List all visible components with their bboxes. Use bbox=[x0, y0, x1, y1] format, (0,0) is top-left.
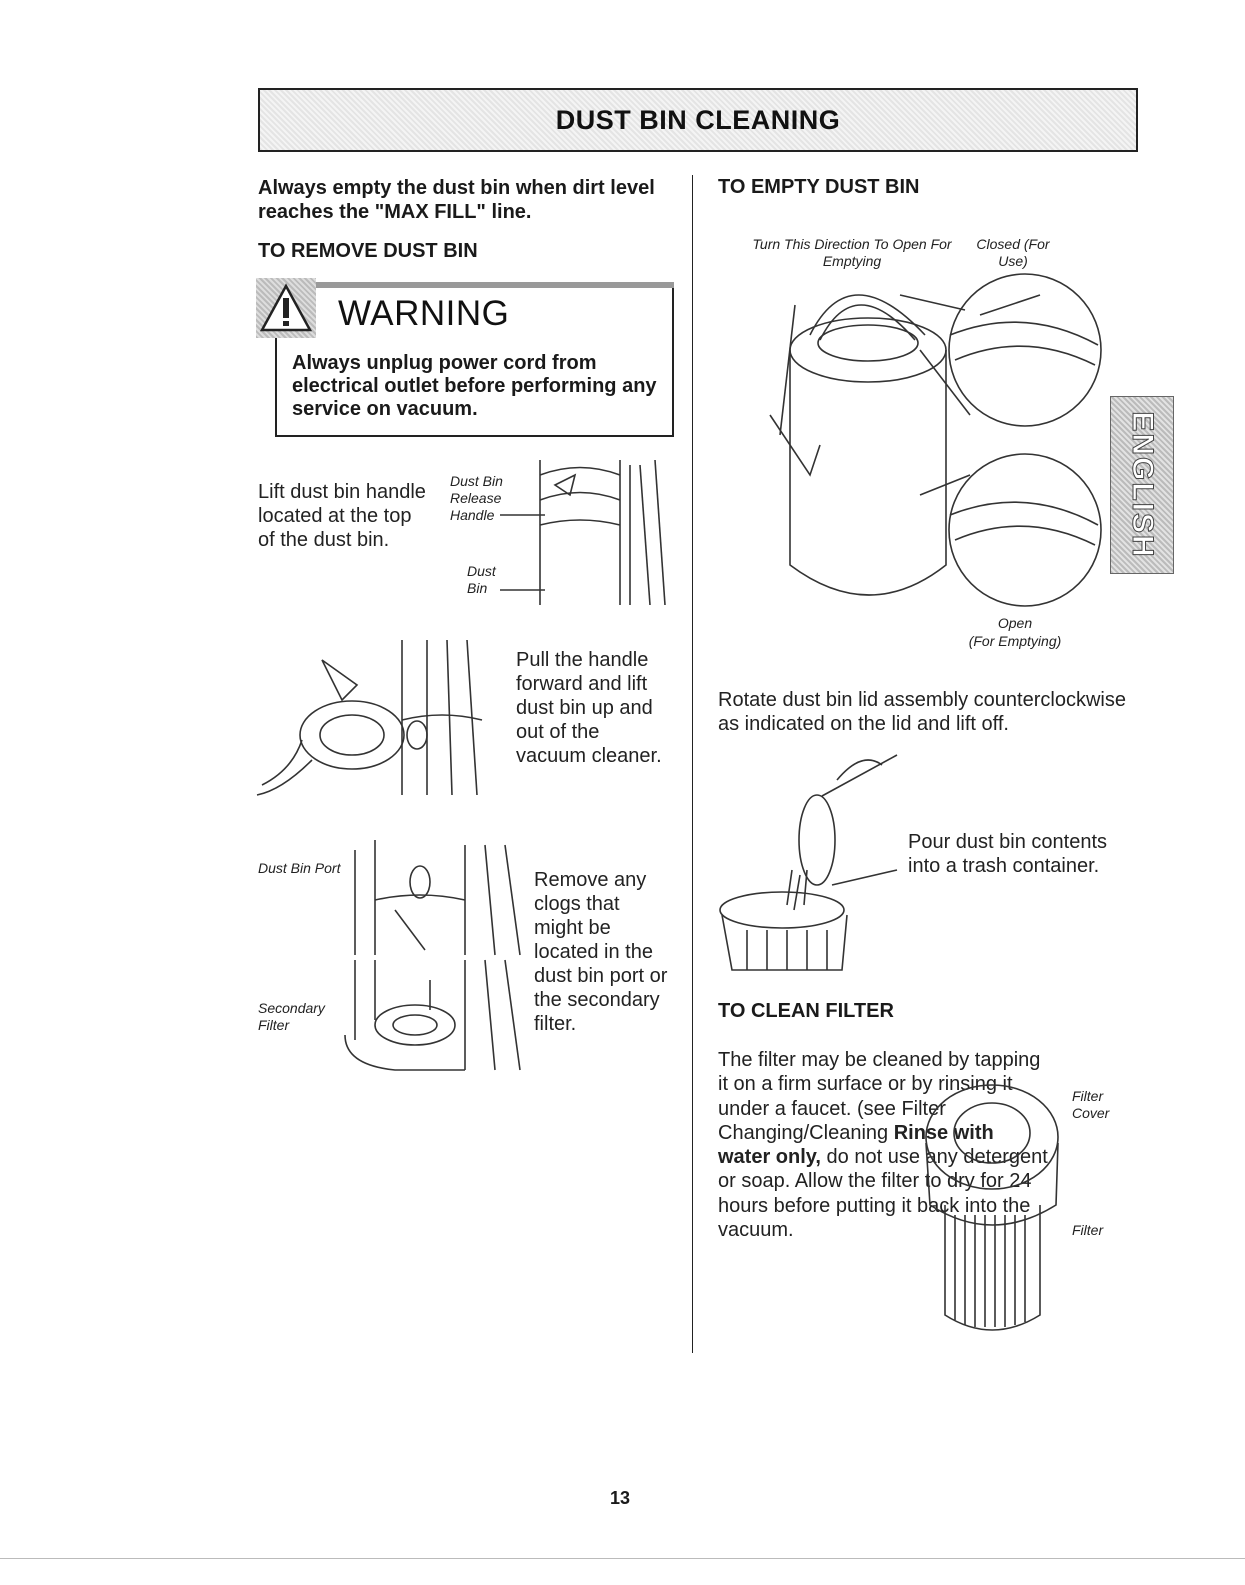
warning-label: WARNING bbox=[338, 294, 510, 333]
bottom-rule bbox=[0, 1558, 1245, 1559]
turn-direction-label: Turn This Direction To Open For Emptying bbox=[752, 236, 952, 269]
side-tab-label: ENGLISH bbox=[1126, 411, 1160, 559]
column-divider bbox=[692, 175, 693, 1353]
dust-bin-handle-illustration bbox=[500, 459, 666, 606]
step1-text: Lift dust bin handle located at the top … bbox=[258, 481, 426, 551]
warning-strip bbox=[256, 282, 674, 288]
dust-bin-release-handle-label: Dust Bin Release Handle bbox=[450, 473, 503, 523]
step3-text: Remove any clogs that might be located i… bbox=[534, 869, 668, 1035]
filter-cover-label: Filter Cover bbox=[1072, 1088, 1110, 1121]
filter-instructions: The filter may be cleaned by tapping it … bbox=[718, 1048, 1048, 1242]
for-emptying-label: (For Emptying) bbox=[968, 633, 1062, 649]
closed-for-use-label: Closed (For Use) bbox=[976, 236, 1050, 269]
filter-text-part1: The filter may be cleaned by tapping it … bbox=[718, 1049, 1041, 1144]
dust-bin-port-illustration bbox=[354, 840, 521, 956]
title-banner: DUST BIN CLEANING bbox=[258, 88, 1138, 152]
pull-handle-illustration bbox=[256, 639, 483, 796]
open-label: Open bbox=[997, 615, 1033, 631]
english-side-tab: ENGLISH bbox=[1110, 396, 1174, 574]
rotate-text: Rotate dust bin lid assembly countercloc… bbox=[718, 689, 1126, 735]
filter-text-part2: do not use any detergent or soap. Allow … bbox=[718, 1146, 1048, 1242]
dust-bin-port-label: Dust Bin Port bbox=[258, 860, 341, 876]
remove-dust-bin-heading: TO REMOVE DUST BIN bbox=[258, 240, 478, 262]
secondary-filter-label: Secondary Filter bbox=[258, 1000, 325, 1033]
intro-text: Always empty the dust bin when dirt leve… bbox=[258, 177, 655, 223]
clean-filter-heading: TO CLEAN FILTER bbox=[718, 1000, 894, 1022]
warning-icon bbox=[256, 278, 316, 338]
pour-text: Pour dust bin contents into a trash cont… bbox=[908, 831, 1108, 877]
page-title: DUST BIN CLEANING bbox=[555, 104, 841, 135]
pour-contents-illustration bbox=[719, 754, 898, 971]
filter-text-bold: Rinse with water only, bbox=[718, 1121, 994, 1169]
warning-text: Always unplug power cord from electrical… bbox=[292, 352, 657, 420]
page-number: 13 bbox=[609, 1488, 631, 1508]
step2-text: Pull the handle forward and lift dust bi… bbox=[516, 649, 662, 767]
filter-illustration bbox=[925, 1084, 1059, 1331]
secondary-filter-illustration bbox=[344, 959, 521, 1071]
dust-bin-label: Dust Bin bbox=[467, 563, 496, 596]
filter-label: Filter bbox=[1072, 1222, 1104, 1238]
dust-bin-lid-illustration bbox=[769, 273, 1102, 607]
empty-dust-bin-heading: TO EMPTY DUST BIN bbox=[718, 176, 920, 198]
